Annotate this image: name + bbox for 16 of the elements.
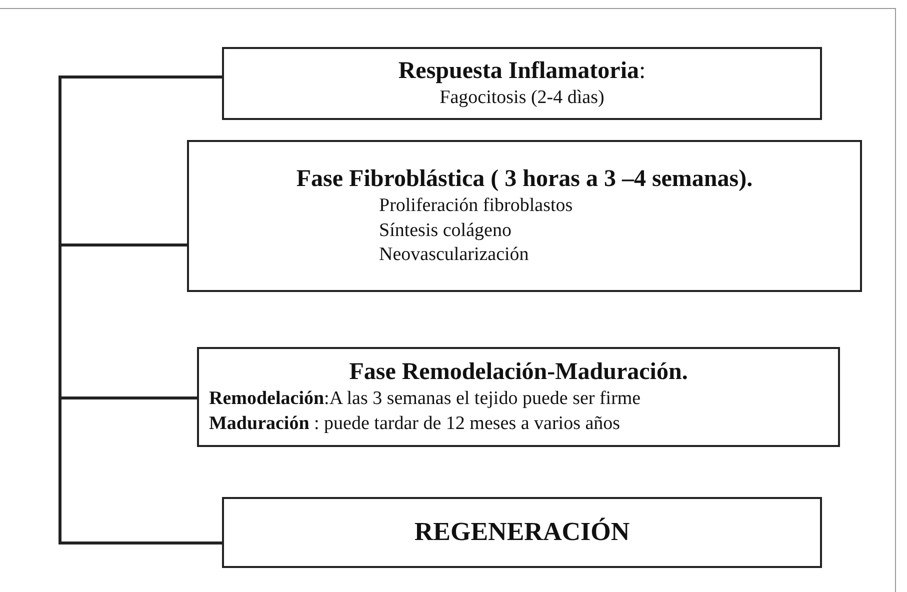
phase-detail: Proliferación fibroblastos: [378, 194, 574, 218]
phase-box: [197, 347, 840, 447]
phase-detail: Síntesis colágeno: [378, 218, 512, 243]
phase-detail: Remodelación:A las 3 semanas el tejido puede ser firme: [209, 387, 642, 412]
phase-title: Fase Remodelación-Maduración.: [348, 358, 689, 388]
phase-box: [222, 47, 822, 120]
phase-detail: Fagocitosis (2-4 dìas): [438, 86, 606, 110]
phase-box: [222, 497, 822, 568]
phase-title: Respuesta Inflamatoria:: [397, 57, 647, 86]
phase-box: [187, 140, 862, 292]
phase-title: REGENERACIÓN: [413, 516, 631, 548]
connector-line: [58, 76, 222, 246]
phase-detail: Maduración : puede tardar de 12 meses a varios años: [209, 412, 622, 436]
connector-line: [58, 396, 222, 544]
phase-detail: Neovascularización: [378, 243, 530, 268]
phase-title: Fase Fibroblástica ( 3 horas a 3 –4 semanas).: [295, 164, 754, 194]
